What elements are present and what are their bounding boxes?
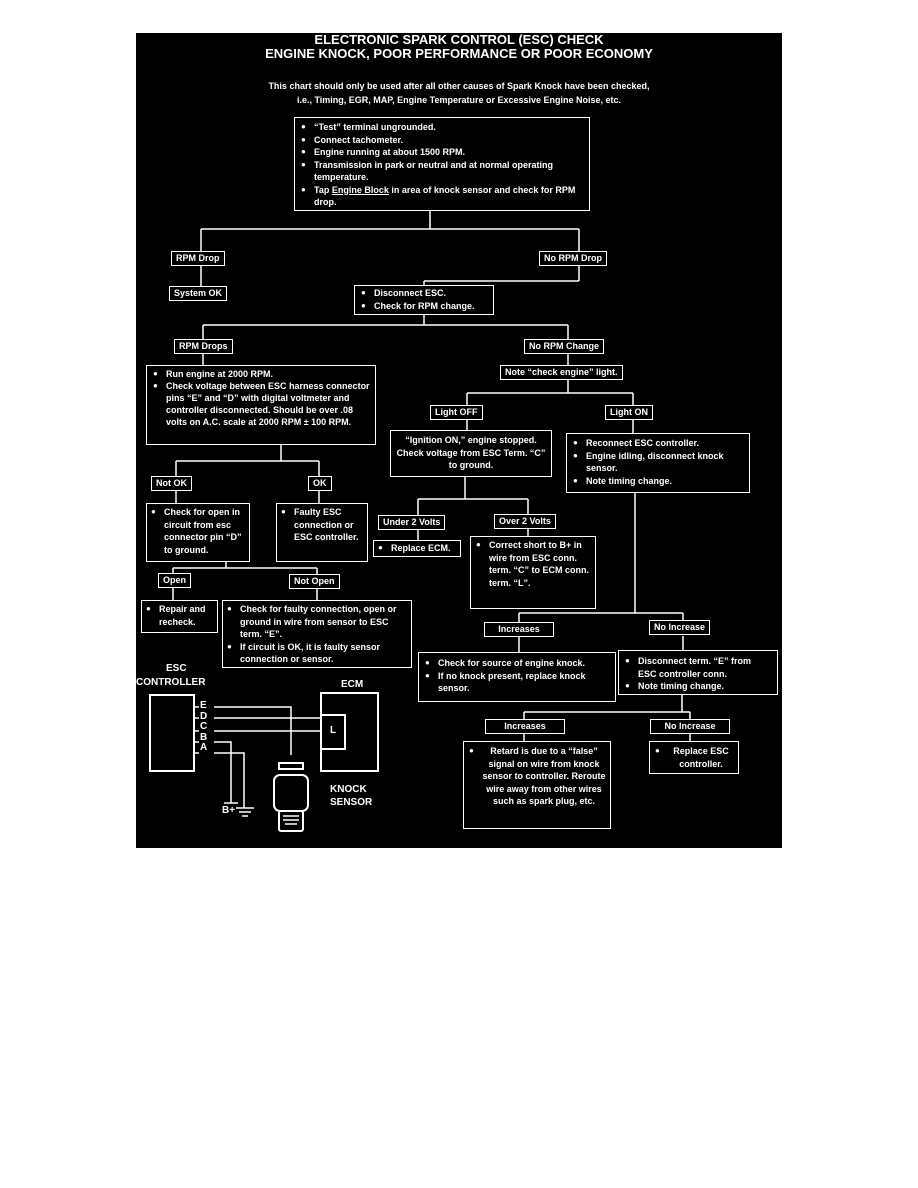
retard-item: Retard is due to a “false” signal on wir… <box>468 745 606 808</box>
connector-lines <box>149 211 691 832</box>
ecm-pin-l: L <box>330 725 337 736</box>
check-faulty-connection-box: Check for faulty connection, open or gro… <box>222 600 412 668</box>
correct-short-item: Correct short to B+ in wire from ESC con… <box>475 539 591 589</box>
label-no-increase-2: No Increase <box>650 719 730 734</box>
check-open-box: Check for open in circuit from esc conne… <box>146 503 250 562</box>
repair-item: Repair and recheck. <box>145 603 214 628</box>
ecm-label: ECM <box>341 679 364 690</box>
label-increases-1: Increases <box>484 622 554 637</box>
disconnect-esc-item-1: Disconnect ESC. <box>360 287 488 300</box>
esc-label-2: CONTROLLER <box>136 677 206 688</box>
reconnect-esc-box: Reconnect ESC controller. Engine idling,… <box>566 433 750 493</box>
disconnect-term-e-box: Disconnect term. “E” from ESC controller… <box>618 650 778 695</box>
replace-esc-item: Replace ESC controller. <box>654 745 734 770</box>
page-title-line-1: ELECTRONIC SPARK CONTROL (ESC) CHECK <box>314 33 604 47</box>
replace-esc-controller-box: Replace ESC controller. <box>649 741 739 774</box>
disconnect-e-item-1: Disconnect term. “E” from ESC controller… <box>624 655 772 680</box>
label-system-ok: System OK <box>169 286 228 301</box>
check-source-item-2: If no knock present, replace knock senso… <box>424 670 610 695</box>
start-item-1: “Test” terminal ungrounded. <box>300 121 584 134</box>
label-not-ok: Not OK <box>151 476 192 491</box>
reconnect-item-3: Note timing change. <box>572 475 744 488</box>
label-over-2-volts: Over 2 Volts <box>494 514 556 529</box>
esc-pin-labels: E D C B A <box>200 700 208 754</box>
run-2000-item-2: Check voltage between ESC harness connec… <box>152 380 370 428</box>
tap-engine-block: Engine Block <box>331 184 389 195</box>
check-faulty-item-2: If circuit is OK, it is faulty sensor co… <box>226 641 408 666</box>
esc-pin-a: A <box>200 742 208 753</box>
check-faulty-item-1: Check for faulty connection, open or gro… <box>226 603 408 641</box>
knock-sensor-label-1: KNOCK <box>330 784 367 795</box>
page-title-line-2: ENGINE KNOCK, POOR PERFORMANCE OR POOR E… <box>265 46 653 61</box>
esc-pin-c: C <box>200 721 208 732</box>
start-item-2: Connect tachometer. <box>300 134 584 147</box>
label-open: Open <box>158 573 192 588</box>
check-open-item: Check for open in circuit from esc conne… <box>150 506 246 556</box>
esc-label-1: ESC <box>166 663 187 674</box>
esc-pin-b: B <box>200 731 208 743</box>
reconnect-item-2: Engine idling, disconnect knock sensor. <box>572 450 744 475</box>
flowchart-panel: ELECTRONIC SPARK CONTROL (ESC) CHECK ENG… <box>136 33 782 848</box>
faulty-esc-box: Faulty ESC connection or ESC controller. <box>276 503 368 562</box>
label-note-check-engine: Note “check engine” light. <box>500 365 623 380</box>
label-rpm-drop: RPM Drop <box>171 251 225 266</box>
label-under-2-volts: Under 2 Volts <box>378 515 446 530</box>
label-no-rpm-drop: No RPM Drop <box>539 251 607 266</box>
disconnect-esc-item-2: Check for RPM change. <box>360 300 488 313</box>
label-no-increase-1: No Increase <box>649 620 711 635</box>
check-source-item-1: Check for source of engine knock. <box>424 657 610 670</box>
reconnect-item-1: Reconnect ESC controller. <box>572 437 744 450</box>
repair-recheck-box: Repair and recheck. <box>141 600 218 633</box>
intro-line-1: This chart should only be used after all… <box>268 81 650 91</box>
disconnect-esc-box: Disconnect ESC. Check for RPM change. <box>354 285 494 315</box>
label-increases-2: Increases <box>485 719 565 734</box>
intro-line-2: i.e., Timing, EGR, MAP, Engine Temperatu… <box>296 95 622 105</box>
tap-pre: Tap <box>314 184 332 195</box>
label-not-open: Not Open <box>289 574 340 589</box>
retard-box: Retard is due to a “false” signal on wir… <box>463 741 611 829</box>
label-no-rpm-change: No RPM Change <box>524 339 605 354</box>
label-ok: OK <box>308 476 332 491</box>
label-rpm-drops: RPM Drops <box>174 339 233 354</box>
check-source-box: Check for source of engine knock. If no … <box>418 652 616 702</box>
start-item-5: Tap Engine Block in area of knock sensor… <box>300 184 584 209</box>
replace-ecm-box: Replace ECM. <box>373 540 461 557</box>
start-item-4: Transmission in park or neutral and at n… <box>300 159 584 184</box>
replace-ecm-item: Replace ECM. <box>377 542 457 555</box>
knock-sensor-label-2: SENSOR <box>330 797 373 808</box>
label-light-off: Light OFF <box>430 405 483 420</box>
start-item-3: Engine running at about 1500 RPM. <box>300 146 584 159</box>
run-2000-item-1: Run engine at 2000 RPM. <box>152 368 370 380</box>
start-test-box: “Test” terminal ungrounded. Connect tach… <box>294 117 590 211</box>
faulty-esc-item: Faulty ESC connection or ESC controller. <box>280 506 364 544</box>
label-light-on: Light ON <box>605 405 653 420</box>
ignition-on-box: “Ignition ON,” engine stopped. Check vol… <box>390 430 552 477</box>
tap-post: in area of knock sensor and check for RP… <box>314 184 576 208</box>
esc-pin-d: D <box>200 710 208 722</box>
correct-short-box: Correct short to B+ in wire from ESC con… <box>470 536 596 609</box>
esc-pin-e: E <box>200 700 207 711</box>
bplus-label: B+ <box>222 805 236 816</box>
disconnect-e-item-2: Note timing change. <box>624 680 772 693</box>
run-2000-box: Run engine at 2000 RPM. Check voltage be… <box>146 365 376 445</box>
